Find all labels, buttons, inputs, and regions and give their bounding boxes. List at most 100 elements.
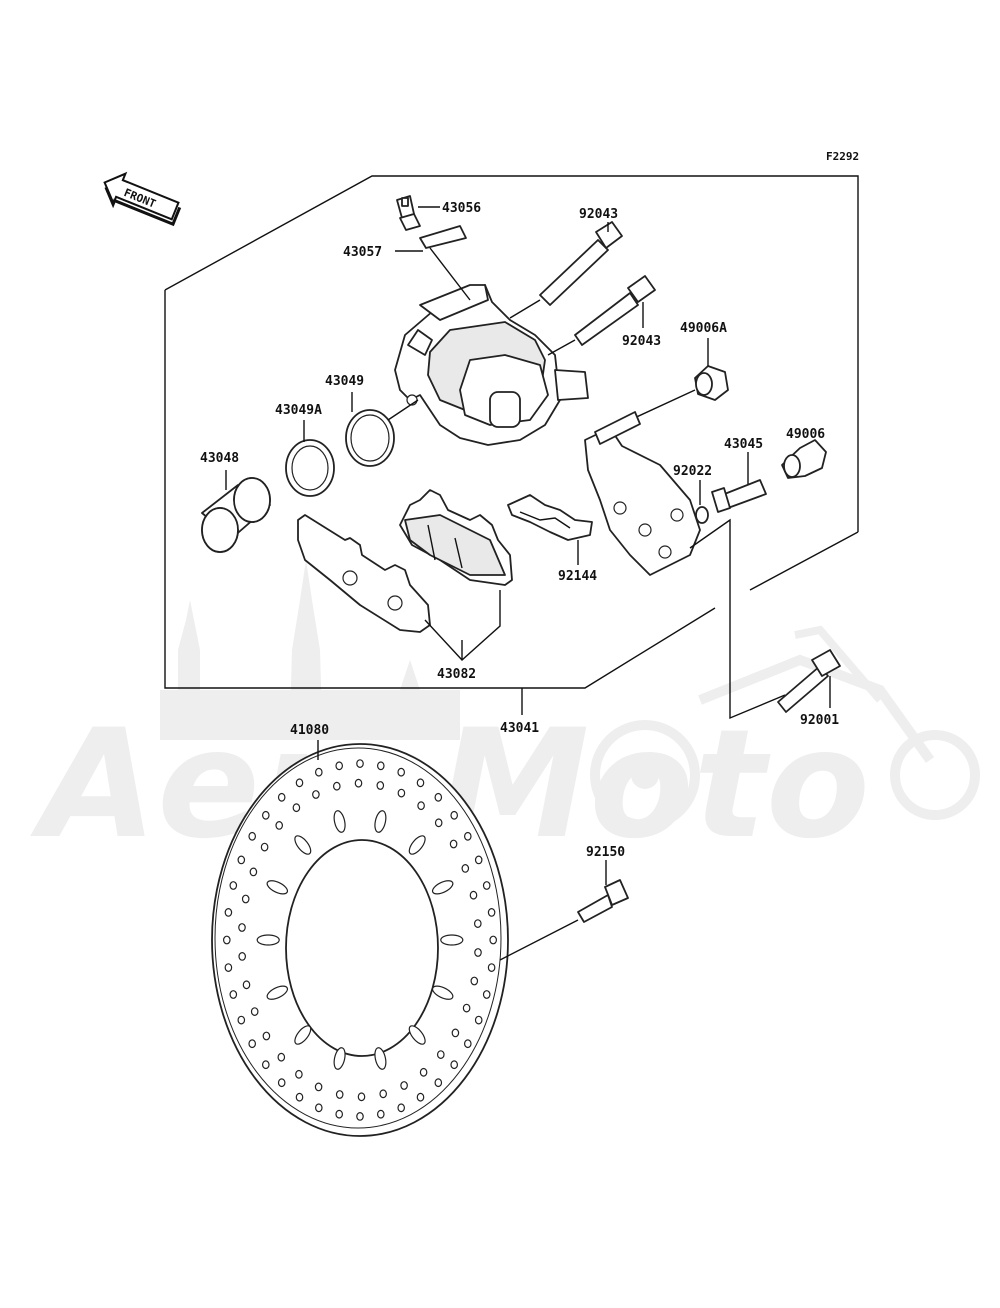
disc-slot (333, 1047, 346, 1070)
disc-hole (224, 908, 233, 917)
disc-hole (292, 803, 301, 813)
disc-hole (229, 990, 238, 999)
caliper-bracket (584, 411, 701, 576)
disc-hole (450, 810, 459, 820)
disc-hole (417, 801, 425, 811)
disc-hole (335, 761, 344, 771)
disc-hole (241, 894, 250, 904)
disc-hole (451, 1028, 460, 1038)
disc-hole (397, 788, 406, 798)
disc-hole (470, 976, 479, 986)
disc-slot (431, 880, 454, 895)
disc-hole (462, 1003, 471, 1013)
disc-hole (335, 1090, 344, 1099)
disc-hole (332, 781, 341, 791)
disc-hole (238, 952, 247, 961)
callout-92150: 92150 (586, 845, 625, 860)
washer-92022 (695, 506, 709, 524)
disc-hole (277, 1052, 286, 1062)
slide-pin-92043-lower (574, 275, 656, 346)
disc-hole (354, 778, 363, 788)
bolt-92150 (577, 879, 629, 923)
callout-92043-lower: 92043 (622, 334, 661, 349)
disc-hole (248, 831, 257, 841)
callout-92144: 92144 (558, 569, 597, 584)
bolt-92001 (777, 649, 841, 713)
brake-pad-43082-outer (297, 514, 431, 633)
disc-hole (248, 1039, 257, 1049)
disc-hole (449, 839, 458, 849)
disc-hole (237, 1015, 246, 1025)
leader-43049-axis (387, 399, 419, 421)
seal-43049A (285, 439, 335, 497)
cap-43057 (419, 225, 467, 249)
disc-hole (376, 761, 385, 771)
callout-43049A: 43049A (275, 403, 322, 418)
disc-hole (250, 1007, 259, 1016)
disc-hole (461, 864, 470, 873)
disc-hole (295, 1092, 304, 1102)
disc-hole (262, 1031, 271, 1041)
disc-hole (312, 790, 320, 799)
leader-43057-to-caliper (429, 247, 471, 301)
callout-92022: 92022 (673, 464, 712, 479)
disc-hole (482, 990, 491, 999)
disc-hole (224, 963, 233, 972)
disc-hole (237, 855, 246, 865)
callout-43041: 43041 (500, 721, 539, 736)
disc-slot (374, 1047, 387, 1070)
brake-pad-43082-inner (399, 489, 513, 586)
leader-43082 (424, 590, 501, 661)
disc-hole (335, 1109, 344, 1119)
disc-hole (379, 1089, 388, 1099)
disc-hole (356, 759, 364, 768)
disc-hole (397, 767, 406, 777)
disc-slot (374, 810, 387, 833)
callout-43057: 43057 (343, 245, 382, 260)
disc-hole (474, 948, 482, 957)
disc-slot (440, 934, 464, 946)
disc-hole (295, 778, 304, 788)
disc-hole (463, 1039, 472, 1049)
disc-hole (376, 1109, 385, 1119)
disc-slot (333, 810, 346, 833)
disc-hole (482, 881, 491, 890)
disc-hole (376, 781, 385, 790)
disc-slot (408, 835, 426, 855)
disc-hole (242, 980, 251, 990)
disc-hole (314, 1082, 323, 1092)
disc-slot (266, 880, 289, 895)
callout-43045: 43045 (724, 437, 763, 452)
boot-49006A (694, 365, 729, 401)
disc-slot (294, 835, 312, 855)
leader-92043-upper-axis (509, 299, 541, 319)
disc-hole (474, 1015, 483, 1025)
disc-hole (416, 1092, 425, 1102)
disc-hole (473, 919, 482, 928)
disc-hole (223, 935, 231, 945)
disc-hole (260, 842, 269, 852)
front-direction-arrow: FRONT (103, 171, 182, 227)
callout-43048: 43048 (200, 451, 239, 466)
disc-hole (261, 1060, 270, 1070)
callout-92001: 92001 (800, 713, 839, 728)
leader-49006A-axis (629, 389, 696, 421)
leader-92150-axis (499, 919, 579, 961)
disc-hole (434, 818, 443, 828)
disc-hole (261, 810, 270, 820)
caliper-body (394, 284, 589, 446)
disc-slot (256, 934, 280, 946)
slide-pin-92043-upper (539, 221, 623, 306)
disc-hole (487, 908, 496, 917)
watermark-tower-icon (160, 560, 460, 740)
leader-92043-lower-axis (547, 339, 576, 356)
disc-slot (431, 985, 454, 1000)
callout-49006: 49006 (786, 427, 825, 442)
disc-hole (238, 923, 246, 932)
disc-hole (450, 1060, 459, 1070)
disc-hole (356, 1111, 364, 1121)
disc-slot (294, 1025, 312, 1045)
bolt-43045 (711, 479, 767, 513)
disc-hole (249, 867, 258, 877)
leader-bracket-92001 (689, 518, 786, 720)
